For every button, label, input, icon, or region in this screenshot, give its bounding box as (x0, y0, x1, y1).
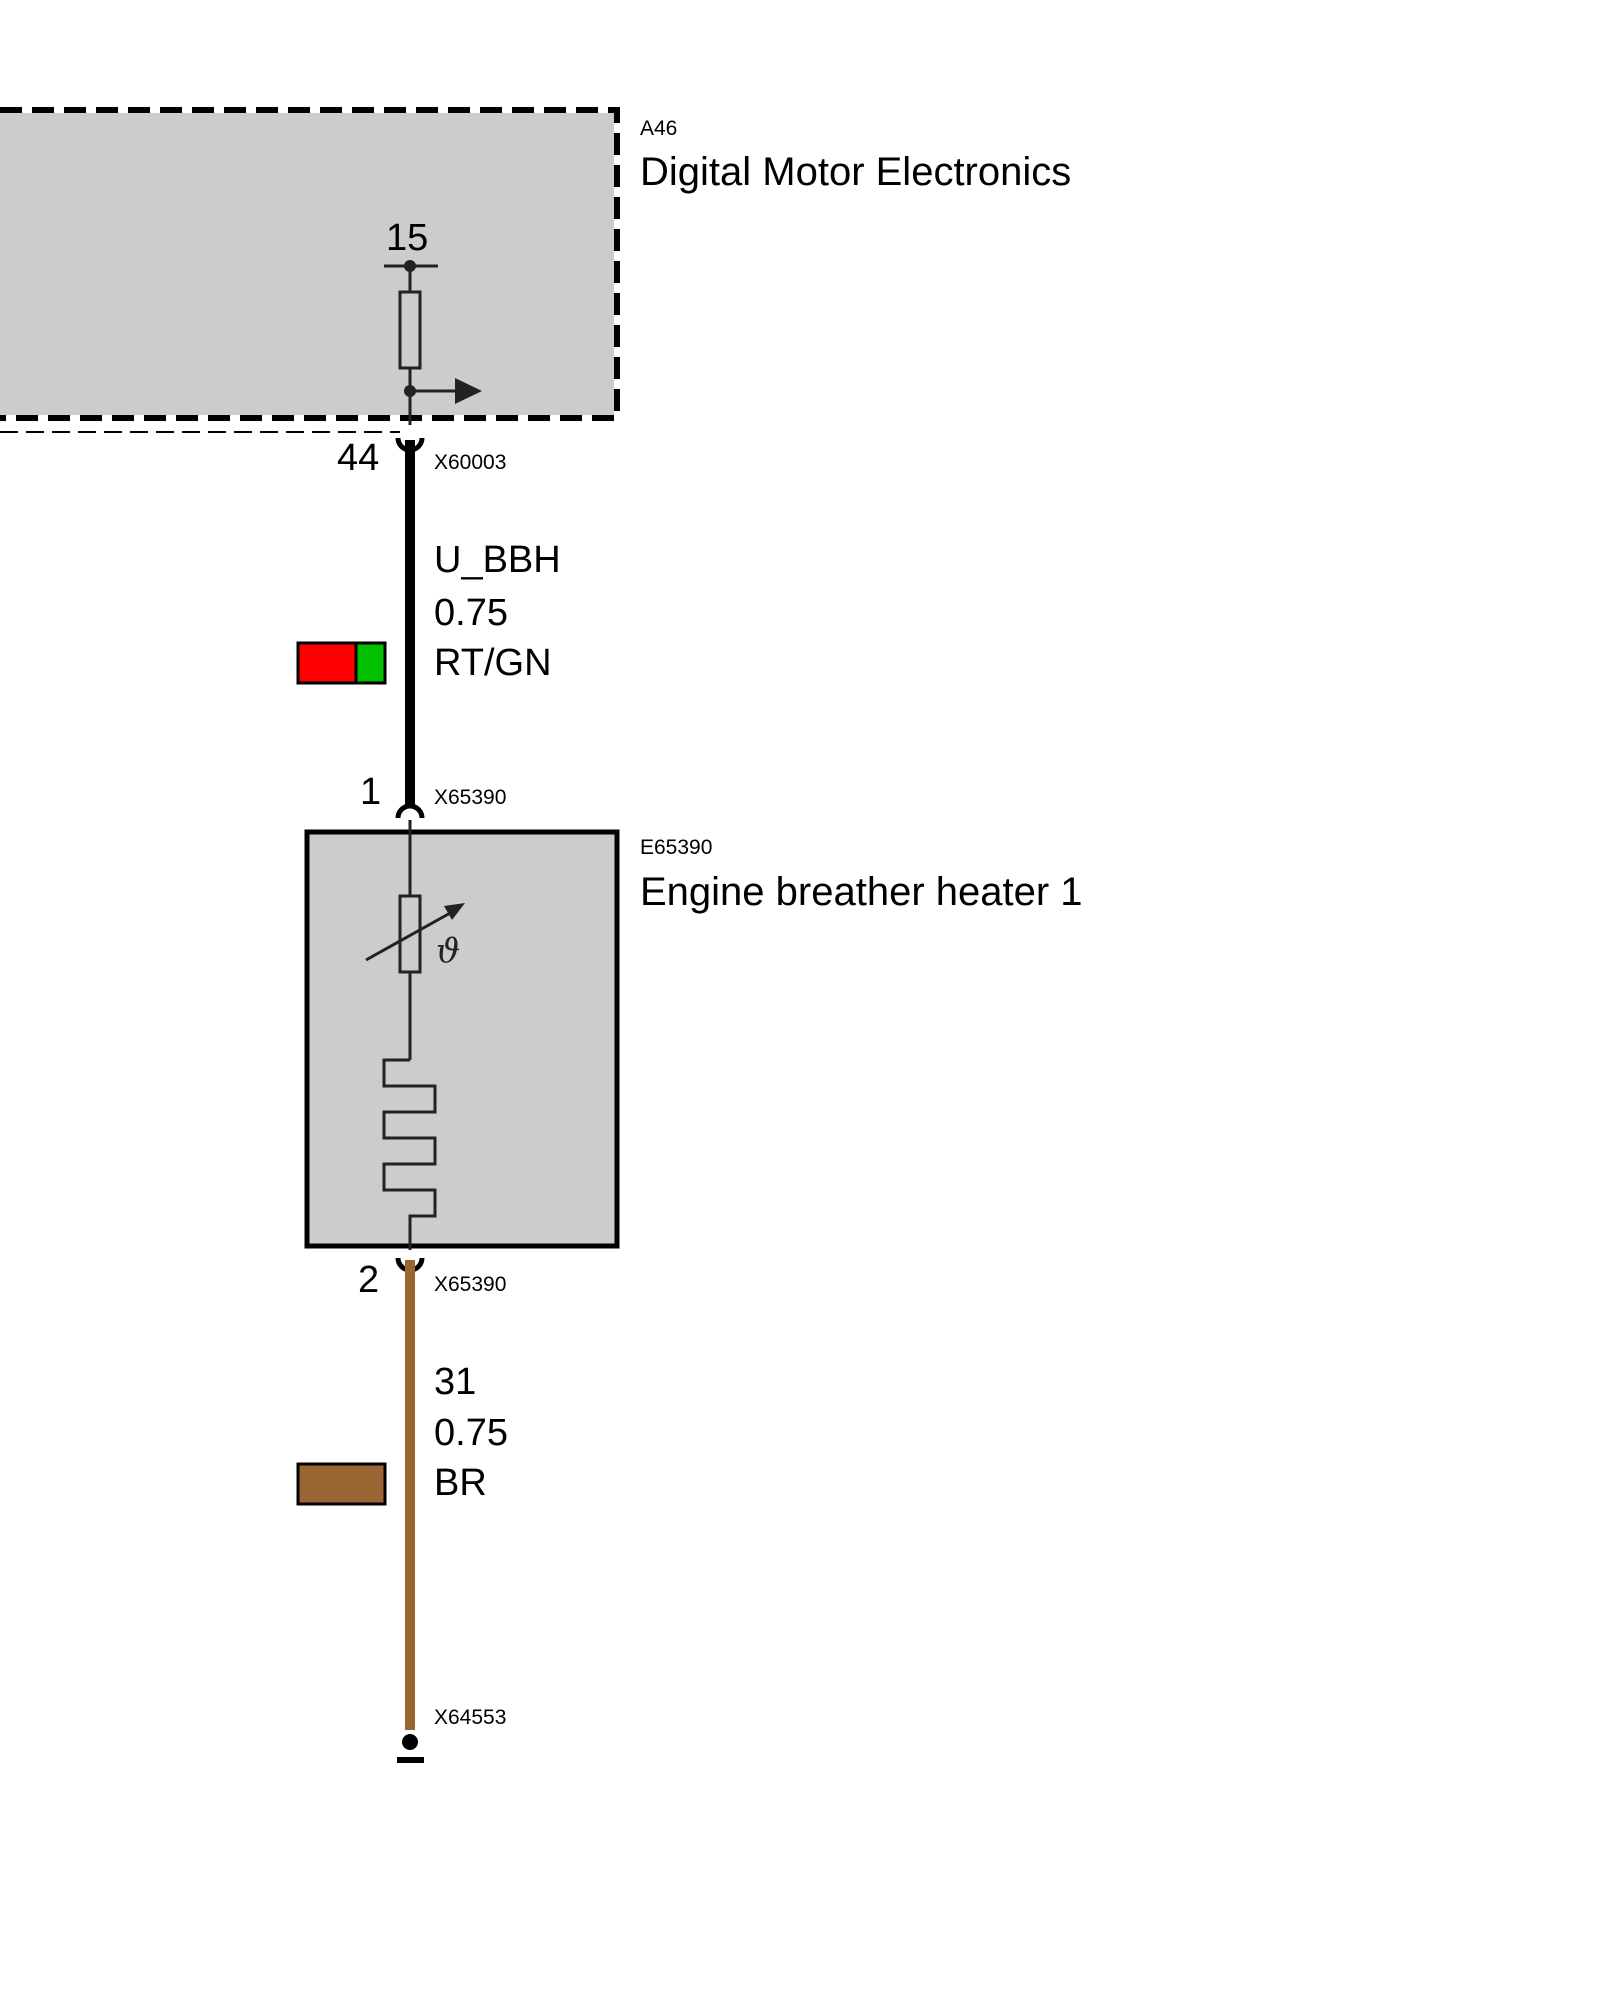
ground-point-dot (402, 1734, 418, 1750)
ntc-temp-symbol: ϑ (436, 931, 460, 971)
dme-terminal-label: 15 (386, 217, 428, 259)
ntc-arrow-head (444, 903, 465, 920)
dme-pin-label: 44 (337, 437, 379, 479)
swatch-green (354, 641, 387, 685)
swatch-red (296, 641, 358, 685)
dme-connector-label: X60003 (434, 451, 506, 474)
dme-name-label: Digital Motor Electronics (640, 150, 1071, 194)
ground-cross-section-label: 0.75 (434, 1412, 508, 1454)
ground-color-code-label: BR (434, 1462, 487, 1504)
ground-color-swatch (296, 1462, 387, 1506)
dme-module[interactable] (0, 107, 620, 433)
heater-pin1-connector-label: X65390 (434, 786, 506, 809)
heater-pin2-label: 2 (358, 1259, 379, 1301)
supply-color-swatch (296, 641, 387, 685)
signal-arrow-head (455, 378, 482, 404)
heater-name-label: Engine breather heater 1 (640, 870, 1083, 914)
dme-ref-label: A46 (640, 117, 677, 140)
heater-pin1-socket (395, 803, 425, 819)
heater-module[interactable] (304, 829, 620, 1249)
ground-signal-label: 31 (434, 1361, 476, 1403)
heater-internal-circuit (365, 820, 465, 1250)
ground-point-connector-label: X64553 (434, 1706, 506, 1729)
heater-pin1-label: 1 (360, 771, 381, 813)
ground-point-symbol[interactable] (397, 1734, 424, 1763)
dme-module-body (0, 110, 617, 418)
supply-cross-section-label: 0.75 (434, 592, 508, 634)
ntc-arrow-line (365, 910, 453, 962)
heating-element (382, 1058, 437, 1250)
dme-terminal-15-symbol (384, 260, 482, 425)
supply-signal-label: U_BBH (434, 539, 561, 581)
heater-ref-label: E65390 (640, 836, 712, 859)
heater-pin2-connector-label: X65390 (434, 1273, 506, 1296)
dme-module-border (0, 107, 620, 421)
heater-module-body (304, 829, 620, 1249)
supply-color-code-label: RT/GN (434, 642, 552, 684)
